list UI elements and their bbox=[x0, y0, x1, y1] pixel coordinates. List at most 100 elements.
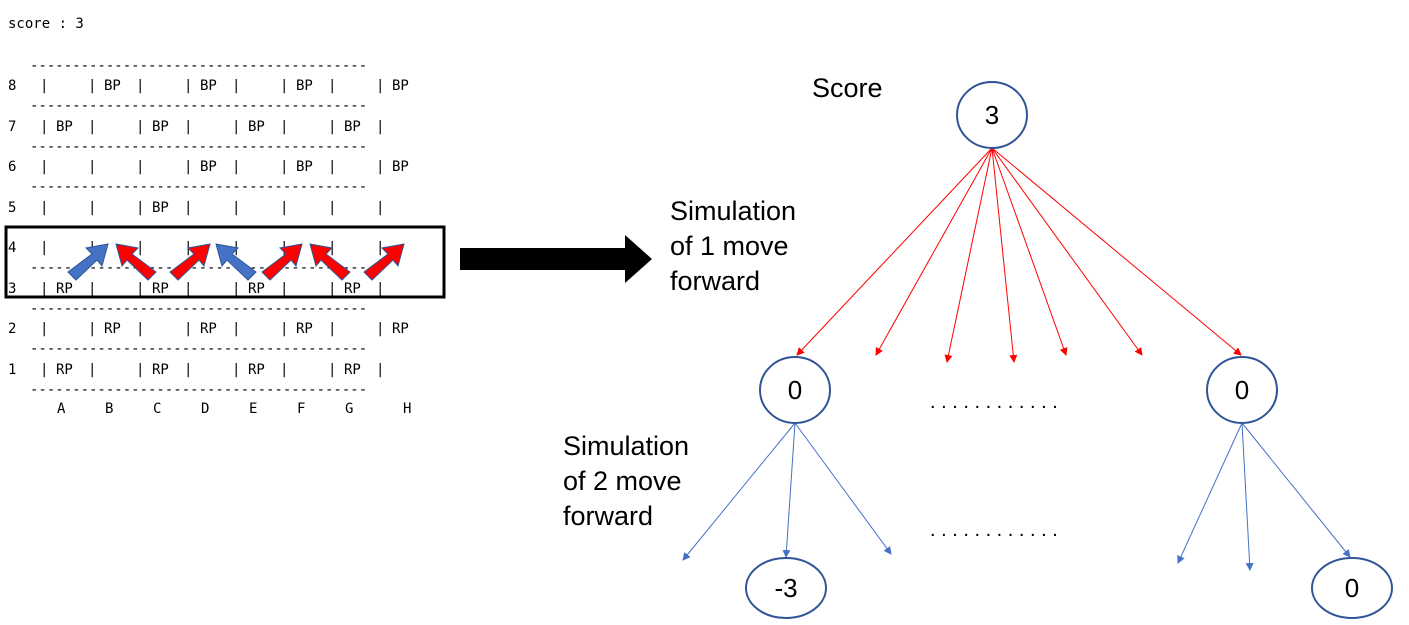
cell-divider: | bbox=[376, 240, 385, 256]
cell-divider: | bbox=[136, 321, 145, 337]
cell-divider: | bbox=[328, 118, 337, 135]
transition-arrow bbox=[460, 235, 652, 283]
cell-divider: | bbox=[184, 199, 193, 216]
level2-label-line3: forward bbox=[563, 501, 654, 531]
level2-edge bbox=[1241, 422, 1254, 571]
level1-edge bbox=[991, 147, 1018, 363]
level1-node-left-value: 0 bbox=[788, 375, 802, 405]
board-piece: BP bbox=[392, 78, 409, 94]
cell-divider: | bbox=[136, 78, 145, 94]
cell-divider: | bbox=[136, 240, 145, 256]
file-label: D bbox=[201, 401, 210, 417]
cell-divider: | bbox=[232, 78, 241, 94]
level1-label: Simulation of 1 move forward bbox=[670, 194, 796, 299]
cell-divider: | bbox=[40, 78, 49, 94]
cell-divider: | bbox=[376, 321, 385, 337]
board-piece: BP bbox=[248, 118, 265, 135]
level1-edge bbox=[796, 147, 993, 356]
file-label: E bbox=[249, 401, 258, 417]
board-piece: BP bbox=[200, 159, 217, 175]
file-label: B bbox=[105, 401, 114, 417]
board-piece: RP bbox=[248, 361, 265, 378]
cell-divider: | bbox=[232, 118, 241, 135]
cell-divider: | bbox=[280, 78, 289, 94]
level1-node-right-value: 0 bbox=[1235, 375, 1249, 405]
level2-node-right-value: 0 bbox=[1345, 573, 1359, 603]
rank-label: 7 bbox=[8, 118, 17, 135]
cell-divider: | bbox=[280, 361, 289, 378]
level1-label-line1: Simulation bbox=[670, 196, 797, 226]
cell-divider: | bbox=[88, 321, 97, 337]
red-move-arrow bbox=[115, 243, 157, 281]
board-piece: RP bbox=[104, 321, 121, 337]
cell-divider: | bbox=[376, 199, 385, 216]
red-move-arrow bbox=[169, 243, 211, 281]
board-piece: BP bbox=[56, 118, 73, 135]
cell-divider: | bbox=[136, 159, 145, 175]
cell-divider: | bbox=[232, 159, 241, 175]
board-piece: RP bbox=[152, 361, 169, 378]
board-piece: RP bbox=[200, 321, 217, 337]
score-readout: score : 3 bbox=[8, 16, 84, 32]
board-piece: RP bbox=[56, 361, 73, 378]
cell-divider: | bbox=[88, 280, 97, 297]
board-piece: BP bbox=[152, 199, 169, 216]
blue-move-arrow bbox=[67, 243, 109, 281]
cell-divider: | bbox=[328, 78, 337, 94]
rank-label: 3 bbox=[8, 280, 17, 297]
board-piece: BP bbox=[296, 159, 313, 175]
board-separator: ---------------------------------------- bbox=[30, 381, 368, 398]
cell-divider: | bbox=[376, 118, 385, 135]
level2-ellipsis: . . . . . . . . . . . . bbox=[930, 519, 1058, 541]
board-piece: RP bbox=[344, 280, 361, 297]
cell-divider: | bbox=[136, 118, 145, 135]
cell-divider: | bbox=[328, 159, 337, 175]
score-label: Score bbox=[812, 73, 883, 103]
level2-label-line2: of 2 move bbox=[563, 466, 682, 496]
board-separator: ---------------------------------------- bbox=[30, 179, 368, 195]
level1-node-left: 0 bbox=[759, 356, 831, 424]
file-label: G bbox=[345, 401, 354, 417]
board-piece: BP bbox=[104, 78, 121, 94]
level2-edge bbox=[782, 422, 796, 558]
file-label: A bbox=[57, 401, 66, 417]
level1-edge bbox=[875, 147, 993, 356]
cell-divider: | bbox=[184, 78, 193, 94]
cell-divider: | bbox=[280, 280, 289, 297]
cell-divider: | bbox=[280, 321, 289, 337]
level2-edge bbox=[794, 422, 892, 555]
level1-edge bbox=[944, 147, 993, 363]
board-separator: ---------------------------------------- bbox=[30, 138, 368, 155]
cell-divider: | bbox=[280, 159, 289, 175]
cell-divider: | bbox=[40, 280, 49, 297]
board-piece: RP bbox=[392, 321, 409, 337]
cell-divider: | bbox=[376, 78, 385, 94]
cell-divider: | bbox=[184, 280, 193, 297]
level2-edge bbox=[682, 422, 796, 561]
level2-node-right: 0 bbox=[1311, 557, 1393, 619]
level2-label-line1: Simulation bbox=[563, 431, 690, 461]
root-node: 3 bbox=[956, 81, 1028, 149]
cell-divider: | bbox=[232, 321, 241, 337]
board-piece: RP bbox=[296, 321, 313, 337]
file-label: H bbox=[403, 401, 412, 417]
cell-divider: | bbox=[136, 361, 145, 378]
rank-label: 6 bbox=[8, 159, 17, 175]
level2-edges bbox=[682, 422, 1351, 571]
cell-divider: | bbox=[40, 159, 49, 175]
cell-divider: | bbox=[232, 280, 241, 297]
cell-divider: | bbox=[232, 199, 241, 216]
level2-node-left-value: -3 bbox=[774, 573, 797, 603]
rank-label: 5 bbox=[8, 199, 17, 216]
cell-divider: | bbox=[280, 199, 289, 216]
board-separator: ---------------------------------------- bbox=[30, 341, 368, 357]
cell-divider: | bbox=[232, 361, 241, 378]
cell-divider: | bbox=[136, 280, 145, 297]
cell-divider: | bbox=[328, 321, 337, 337]
red-move-arrow bbox=[363, 243, 405, 281]
level2-label: Simulation of 2 move forward bbox=[563, 429, 689, 534]
level1-edge bbox=[991, 147, 1242, 356]
level1-node-right: 0 bbox=[1206, 356, 1278, 424]
level1-edge bbox=[991, 147, 1068, 356]
file-label: C bbox=[153, 401, 162, 417]
